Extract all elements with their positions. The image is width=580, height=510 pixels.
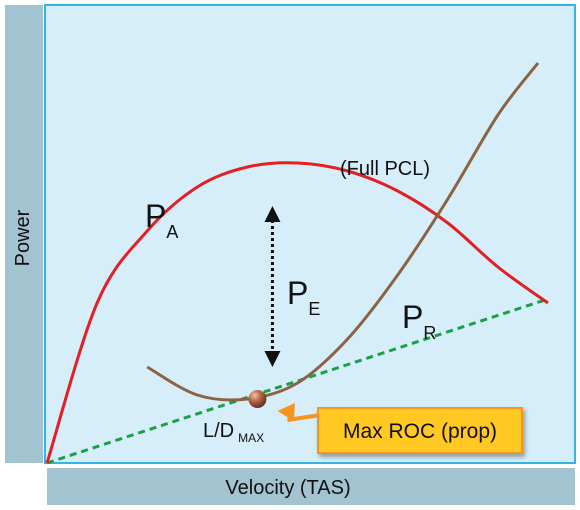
x-axis-band: [47, 468, 575, 505]
pr-main: P: [402, 299, 423, 335]
y-axis-label: Power: [12, 209, 34, 266]
ld-main: L/D: [203, 420, 234, 442]
power-required-curve: [146, 62, 540, 402]
ld-max-tangent-line: [46, 297, 549, 465]
plot-area: [44, 4, 576, 464]
full-pcl-label: (Full PCL): [340, 158, 430, 180]
excess-power-arrow: [264, 206, 281, 367]
max-roc-callout: [317, 407, 523, 454]
pe-sub: E: [308, 299, 320, 319]
pe-main: P: [287, 275, 308, 311]
pr-sub: R: [423, 323, 436, 343]
max-roc-point: [248, 390, 267, 408]
x-axis-label: Velocity (TAS): [225, 477, 350, 499]
max-roc-callout-text: Max ROC (prop): [343, 420, 497, 443]
pa-sub: A: [166, 222, 178, 242]
power-available-curve: [45, 161, 549, 464]
ld-sub: MAX: [238, 431, 264, 445]
pa-main: P: [145, 198, 166, 234]
excess-power-label: PE: [287, 275, 320, 319]
power-available-label: PA: [145, 198, 178, 242]
y-axis-band: [5, 5, 43, 463]
power-required-label: PR: [402, 299, 436, 343]
ld-max-label: L/D MAX: [203, 420, 264, 445]
